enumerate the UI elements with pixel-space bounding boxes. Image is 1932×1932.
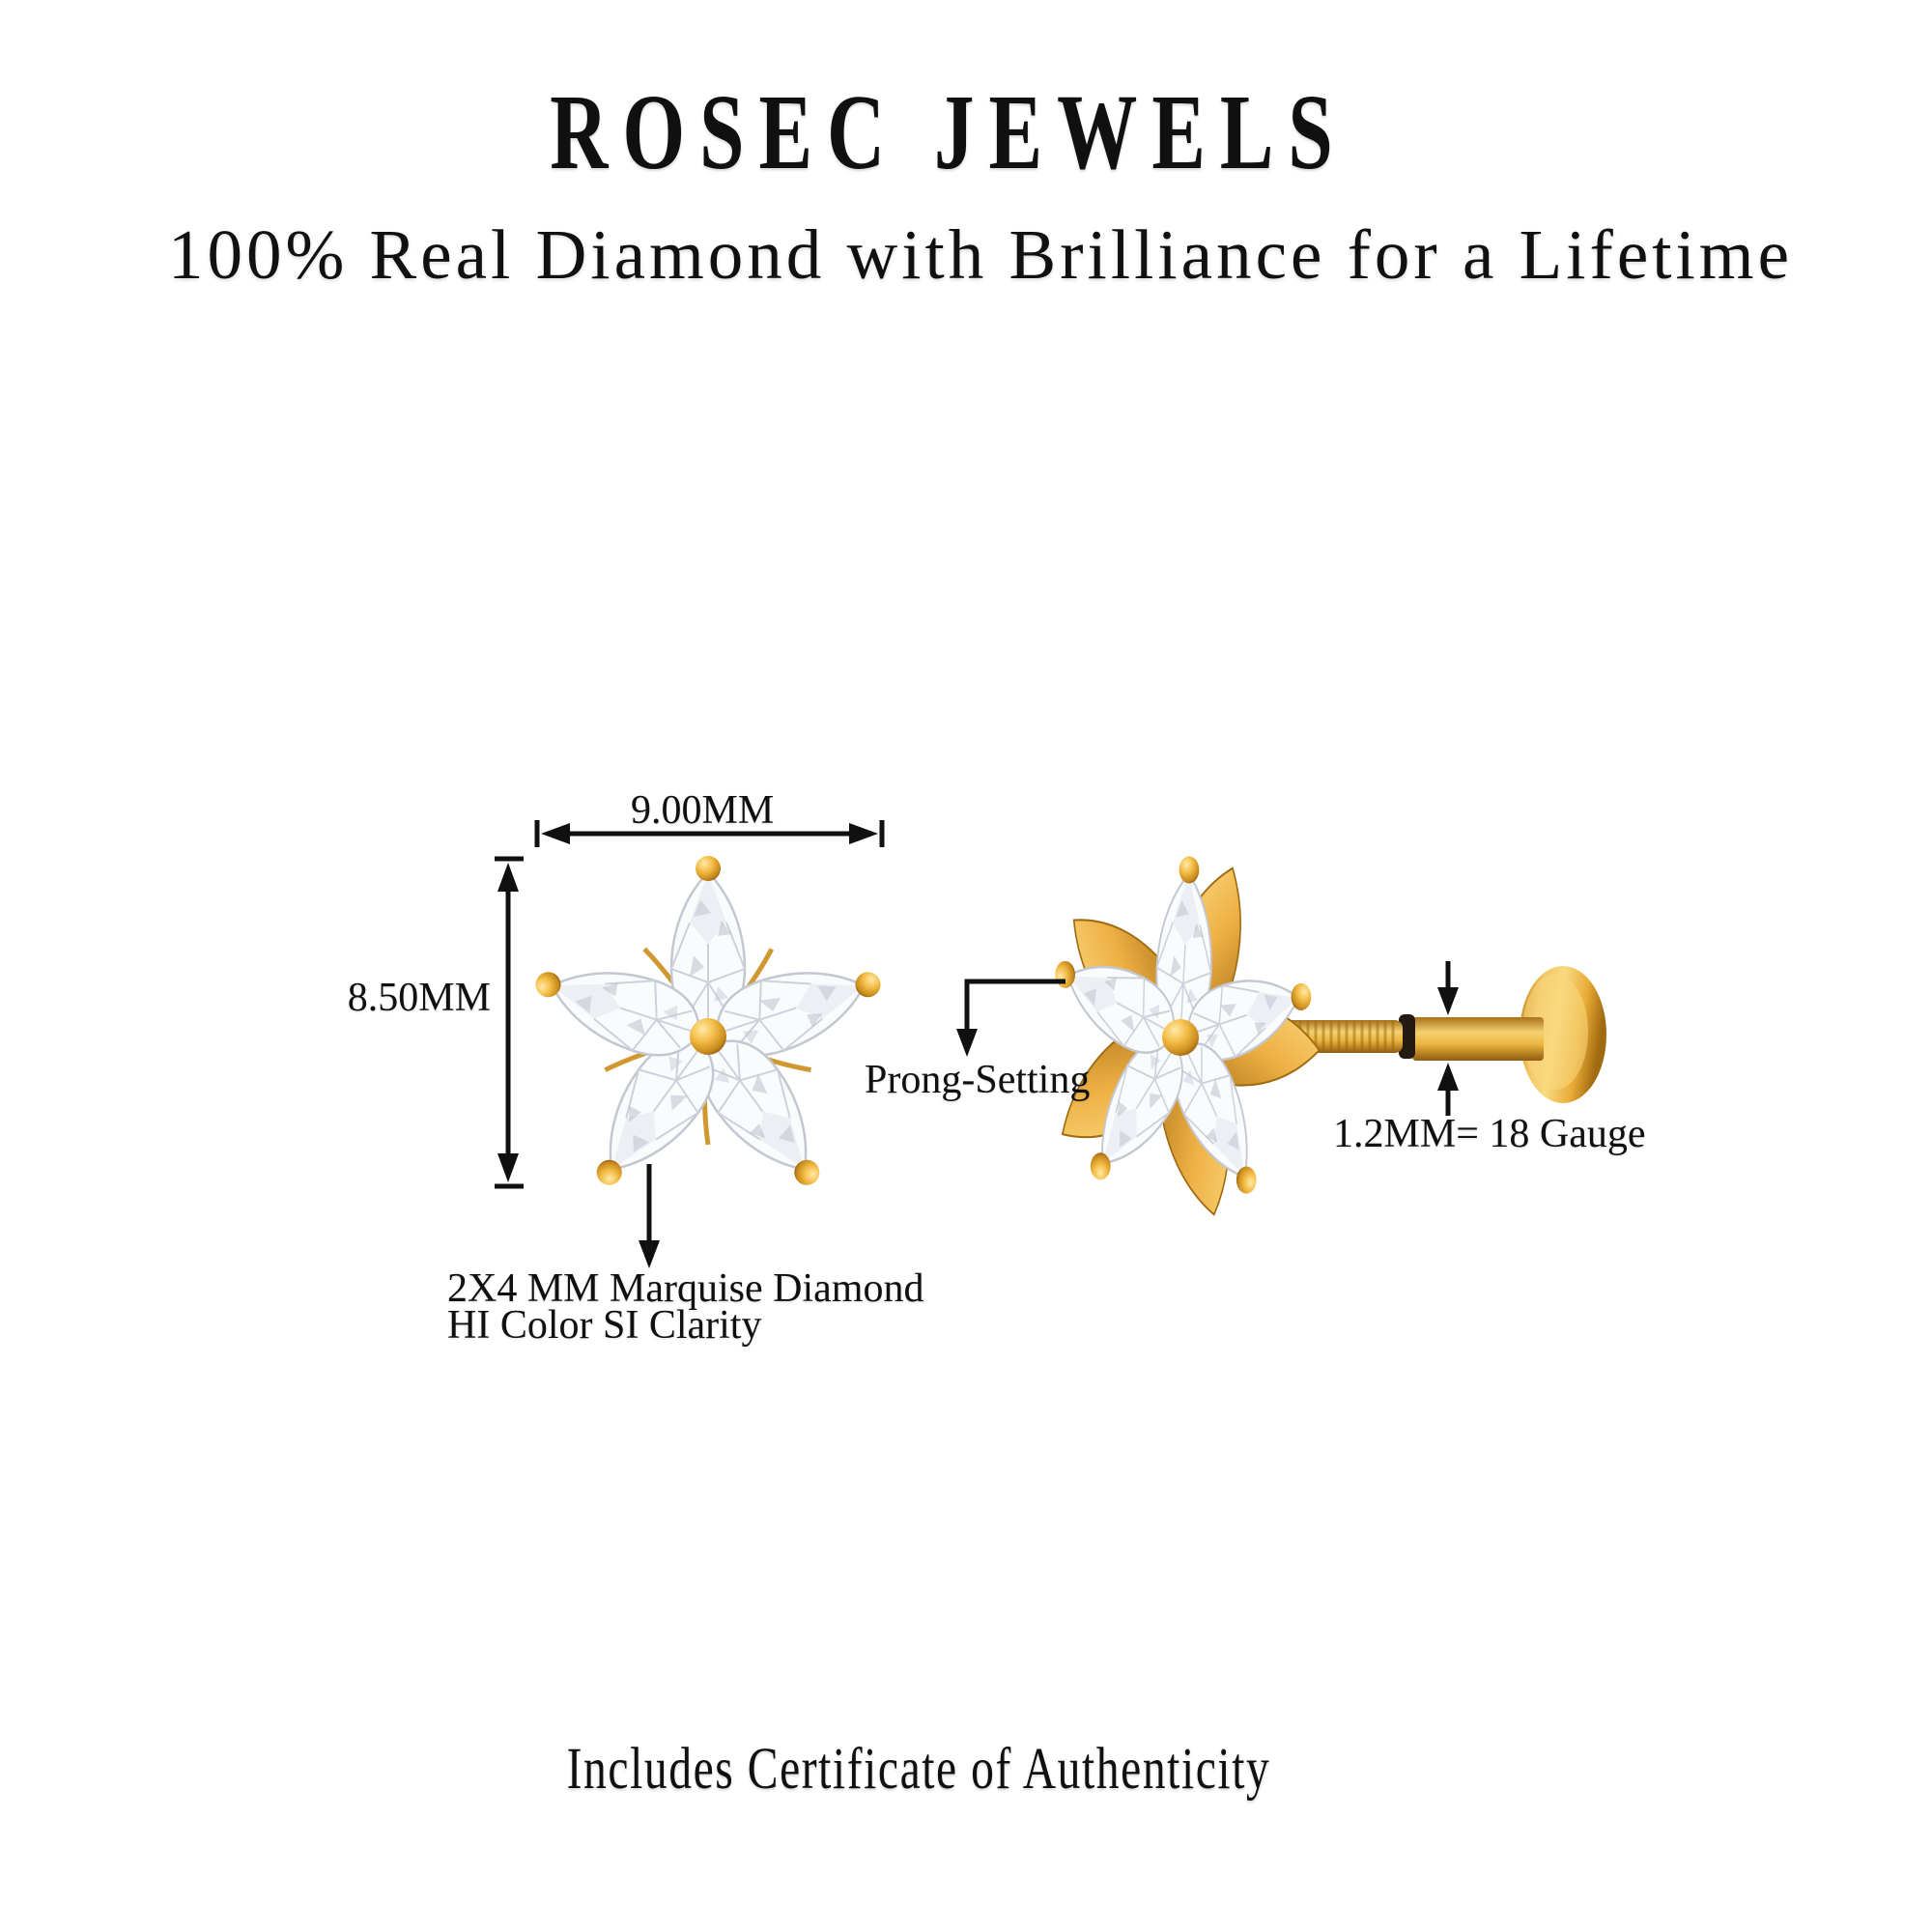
certificate-note: Includes Certificate of Authenticity: [566, 1737, 1271, 1802]
earring-front-illustration: [535, 856, 881, 1193]
prong-setting-label: Prong-Setting: [865, 1058, 1091, 1102]
brand-title: ROSEC JEWELS: [550, 73, 1348, 192]
stone-spec-note: 2X4 MM Marquise Diamond HI Color SI Clar…: [447, 1266, 924, 1348]
stone-spec-line1: 2X4 MM Marquise Diamond: [447, 1266, 924, 1311]
brand-tagline: 100% Real Diamond with Brilliance for a …: [168, 215, 1793, 294]
post-bar: [1412, 1017, 1544, 1061]
width-measurement-label: 9.00MM: [631, 788, 775, 833]
gauge-arrows: [1437, 961, 1459, 1116]
center-bead: [1162, 1019, 1199, 1056]
width-dimension-line: [534, 820, 885, 847]
stone-spec-line2: HI Color SI Clarity: [447, 1303, 762, 1348]
height-dimension-line: [495, 856, 524, 1189]
height-measurement-label: 8.50MM: [347, 976, 491, 1020]
post-gauge-label: 1.2MM= 18 Gauge: [1333, 1112, 1646, 1156]
center-bead: [690, 1018, 726, 1055]
earring-side-illustration: [1044, 851, 1606, 1227]
stone-callout-arrow: [639, 1164, 660, 1268]
prong-callout-line: [956, 979, 1065, 1057]
rubber-ring: [1399, 1014, 1415, 1059]
